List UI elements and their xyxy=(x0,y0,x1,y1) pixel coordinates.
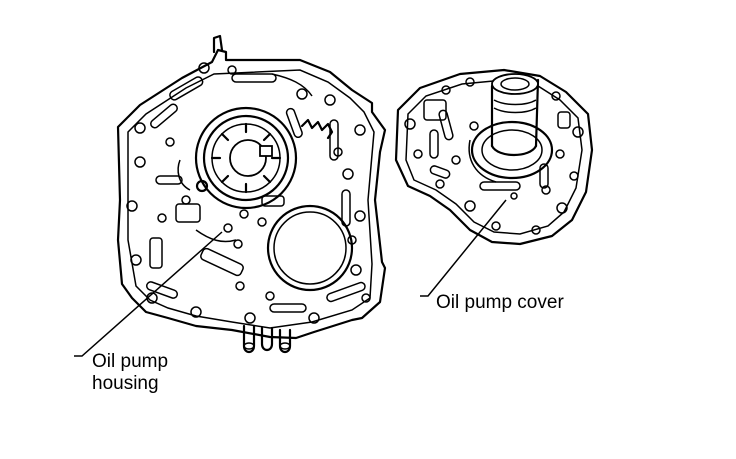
pump-pivot-pin xyxy=(195,179,209,193)
housing-pin xyxy=(212,34,224,54)
cover-shaft-splines xyxy=(493,99,537,114)
oil-pump-housing-label: Oil pump housing xyxy=(92,351,168,395)
housing-large-bore xyxy=(266,204,354,292)
housing-plate-outline xyxy=(116,48,387,340)
oil-pump-housing-drawing xyxy=(116,34,387,354)
housing-oil-passages xyxy=(145,73,366,313)
cover-hub-inner xyxy=(481,129,543,171)
pump-key-slot xyxy=(259,145,273,157)
cover-bolt-holes xyxy=(404,77,584,235)
pump-outer-ring xyxy=(194,106,298,210)
pump-ring-inner xyxy=(202,114,290,202)
pump-spring xyxy=(300,118,334,140)
pump-gear-vanes xyxy=(210,122,282,194)
oil-pump-housing-label-line2: housing xyxy=(92,373,159,394)
cover-plate-outline xyxy=(394,68,594,246)
cover-shaft-top xyxy=(491,73,539,95)
housing-large-bore-inner xyxy=(273,211,347,285)
cover-leader-line xyxy=(420,199,507,297)
pump-center-bore xyxy=(229,139,267,177)
oil-pump-cover-drawing xyxy=(394,68,594,246)
cover-shaft-bore xyxy=(500,77,530,91)
cover-shaft-base xyxy=(490,144,538,157)
housing-tubes xyxy=(242,324,292,354)
cover-hub xyxy=(470,120,554,180)
oil-pump-cover-label: Oil pump cover xyxy=(436,292,564,313)
cover-shaft xyxy=(490,78,540,148)
cover-oil-passages xyxy=(423,99,571,191)
oil-pump-housing-label-line1: Oil pump xyxy=(92,351,169,372)
housing-leader-line xyxy=(74,231,223,357)
